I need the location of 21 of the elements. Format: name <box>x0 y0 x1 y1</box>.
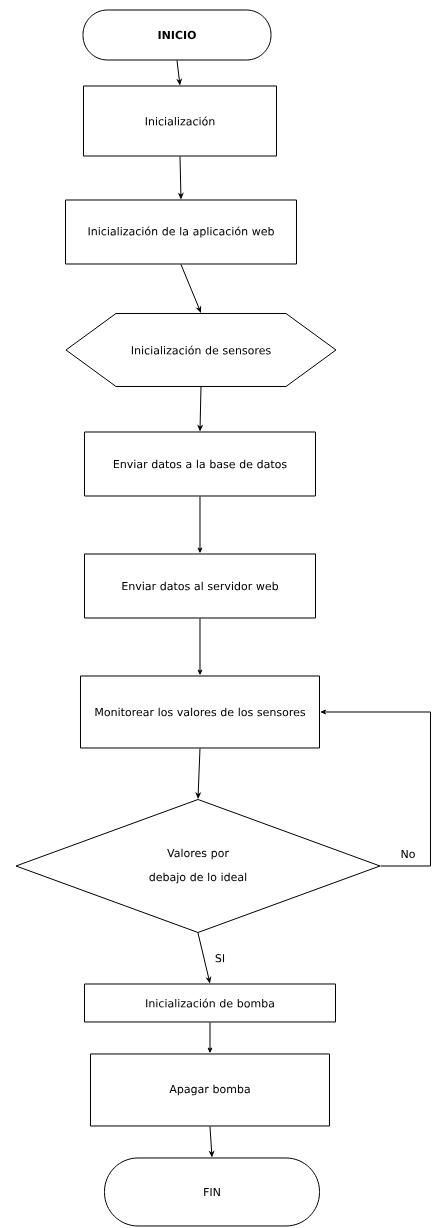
process-box: Apagar bomba <box>90 1053 330 1127</box>
arrow <box>178 156 184 199</box>
process-box: Enviar datos a la base de datos <box>84 431 316 497</box>
process-box: Inicialización de la aplicación web <box>65 199 297 265</box>
arrow <box>207 1022 213 1053</box>
edge-label: No <box>399 848 417 860</box>
arrow <box>176 60 182 85</box>
edge-label: SI <box>213 953 227 964</box>
arrow <box>320 709 431 867</box>
arrow <box>195 748 201 799</box>
arrow <box>197 932 211 983</box>
arrow <box>197 618 203 675</box>
arrow <box>209 1126 214 1157</box>
process-box: Monitorear los valores de los sensores <box>80 675 320 749</box>
arrow <box>197 386 203 431</box>
arrow <box>197 496 203 553</box>
process-box: Inicialización <box>83 85 277 157</box>
arrow <box>180 264 202 313</box>
process-box: Enviar datos al servidor web <box>84 553 316 619</box>
process-box: Inicialización de bomba <box>84 983 336 1023</box>
preparation-hexagon: Inicialización de sensores <box>65 313 337 387</box>
